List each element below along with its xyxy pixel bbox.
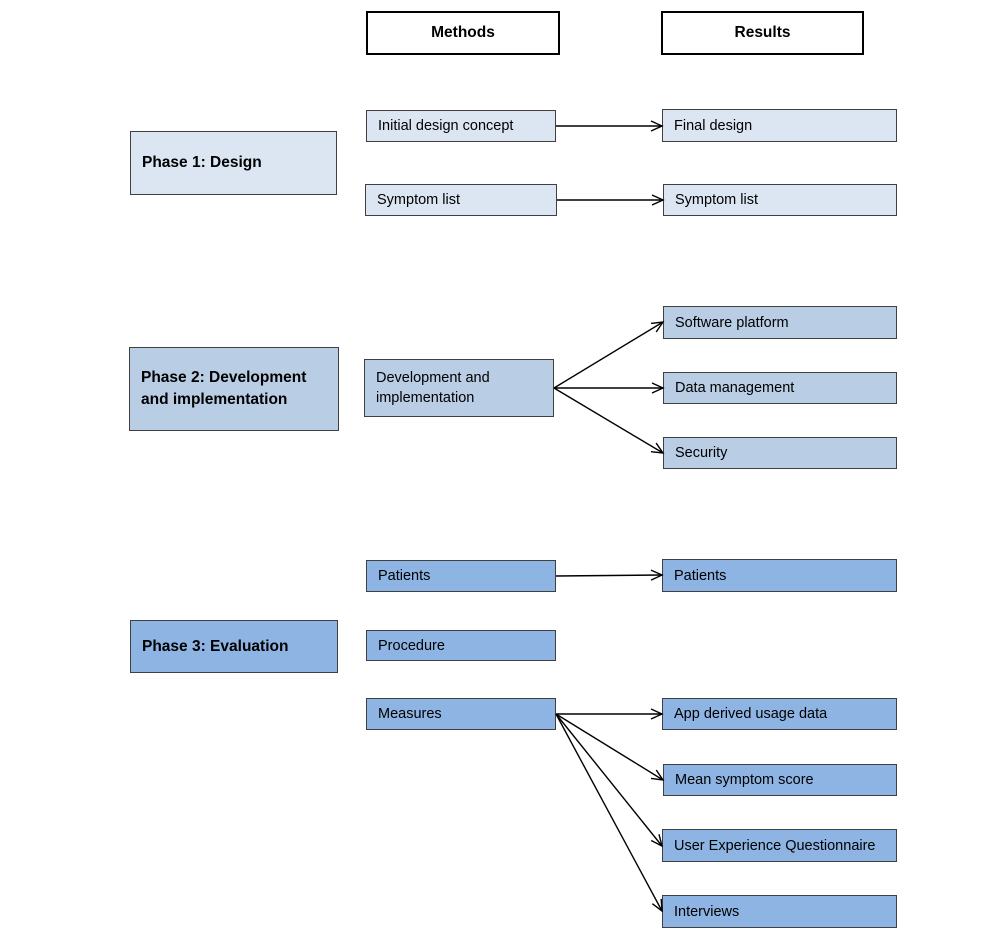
result-user-experience-questionnaire: User Experience Questionnaire [662, 829, 897, 862]
result-software-platform: Software platform [663, 306, 897, 339]
method-procedure: Procedure [366, 630, 556, 661]
arrow-measures-to-ueq [555, 713, 664, 848]
method-patients: Patients [366, 560, 556, 592]
phase-3-box: Phase 3: Evaluation [130, 620, 338, 673]
result-data-management: Data management [663, 372, 897, 404]
method-initial-design-concept: Initial design concept [366, 110, 556, 142]
method-measures: Measures [366, 698, 556, 730]
result-symptom-list: Symptom list [663, 184, 897, 216]
result-final-design: Final design [662, 109, 897, 142]
arrow-dev-to-security [553, 387, 665, 454]
phase-2-box: Phase 2: Development and implementation [129, 347, 339, 431]
phase-1-box: Phase 1: Design [130, 131, 337, 195]
method-symptom-list: Symptom list [365, 184, 557, 216]
arrow-dev-to-software-platform [553, 321, 665, 389]
method-development-and-implementation: Development and implementation [364, 359, 554, 417]
arrow-measures-to-mean-symptom [555, 713, 665, 781]
arrow-patients [555, 569, 664, 581]
methods-header: Methods [366, 11, 560, 55]
results-header: Results [661, 11, 864, 55]
result-interviews: Interviews [662, 895, 897, 928]
result-app-derived-usage-data: App derived usage data [662, 698, 897, 730]
result-patients: Patients [662, 559, 897, 592]
arrow-measures-to-interviews [555, 713, 663, 913]
result-security: Security [663, 437, 897, 469]
result-mean-symptom-score: Mean symptom score [663, 764, 897, 796]
